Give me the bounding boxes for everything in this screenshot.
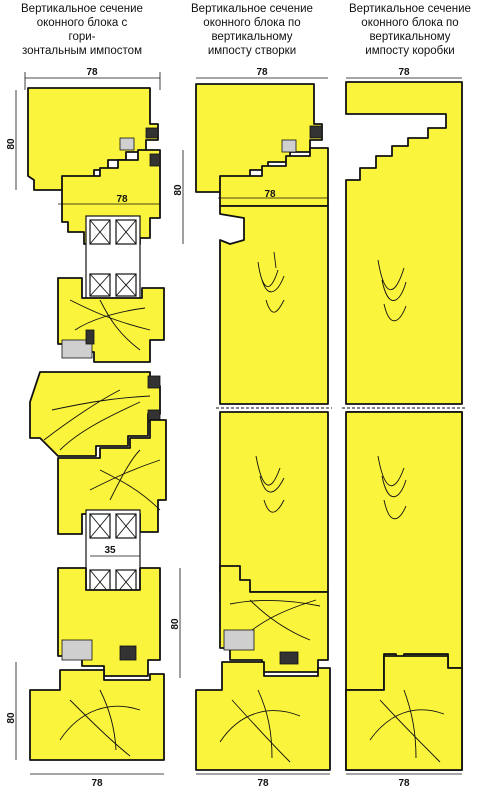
- dim-top-width: 78: [86, 67, 98, 78]
- caption-horizontal-impost: Вертикальное сечение оконного блока с го…: [2, 2, 162, 58]
- sash-lower-profile: [57, 419, 167, 535]
- seal: [85, 329, 95, 345]
- dim-bottom-height: 80: [6, 712, 17, 724]
- glass-unit: [85, 509, 141, 599]
- caption-line: импосту створки: [207, 45, 297, 57]
- caption-line: зонтальным импостом: [22, 45, 142, 57]
- hardware: [279, 651, 299, 665]
- dim-sash-width: 78: [264, 189, 276, 200]
- hardware: [119, 137, 135, 151]
- caption-line: импосту коробки: [365, 45, 455, 57]
- hardware: [281, 139, 297, 153]
- seal: [145, 127, 159, 139]
- dim-sash-height: 80: [173, 184, 184, 196]
- dim-glass: 35: [104, 545, 116, 556]
- caption-line: оконного блока по: [361, 17, 459, 29]
- drip-profile: [223, 629, 255, 651]
- dim-top-width: 78: [398, 67, 410, 78]
- column-sash-impost: 78 78 78: [195, 67, 332, 789]
- frame-bottom-profile: [195, 661, 331, 771]
- frame-bottom-profile: [29, 669, 165, 761]
- caption-line: оконного блока по: [203, 17, 301, 29]
- sash-long-lower: [219, 411, 329, 593]
- caption-line: вертикальному: [211, 31, 293, 43]
- dim-bottom-width: 78: [91, 778, 103, 789]
- drip-profile: [61, 639, 93, 661]
- glass-unit: [85, 215, 141, 301]
- column-horizontal-impost: 78 80 78 80: [6, 67, 184, 789]
- hardware: [119, 645, 137, 661]
- dim-top-height: 80: [6, 138, 17, 150]
- dim-bottom-width: 78: [257, 778, 269, 789]
- dim-sash-width: 78: [116, 194, 128, 205]
- caption-sash-impost: Вертикальное сечение оконного блока по в…: [172, 2, 332, 58]
- dim-lower-height: 80: [170, 618, 181, 630]
- caption-line: Вертикальное сечение: [349, 3, 471, 15]
- frame-top-profile: [27, 87, 159, 191]
- seal: [149, 153, 161, 167]
- dim-bottom-width: 78: [398, 778, 410, 789]
- seal: [309, 125, 323, 139]
- frame-impost-upper: [345, 81, 463, 405]
- caption-line: Вертикальное сечение: [191, 3, 313, 15]
- caption-line: оконного блока с: [36, 17, 128, 29]
- sash-long-upper: [219, 205, 329, 405]
- caption-line: Вертикальное сечение: [21, 3, 143, 15]
- caption-line: гори-: [68, 31, 96, 43]
- seal: [147, 375, 161, 389]
- frame-impost-lower-body: [345, 411, 463, 691]
- caption-line: вертикальному: [369, 31, 451, 43]
- caption-frame-impost: Вертикальное сечение оконного блока по в…: [330, 2, 489, 58]
- column-frame-impost: 78 78: [342, 67, 466, 789]
- dim-top-width: 78: [256, 67, 268, 78]
- drip-profile: [61, 339, 93, 359]
